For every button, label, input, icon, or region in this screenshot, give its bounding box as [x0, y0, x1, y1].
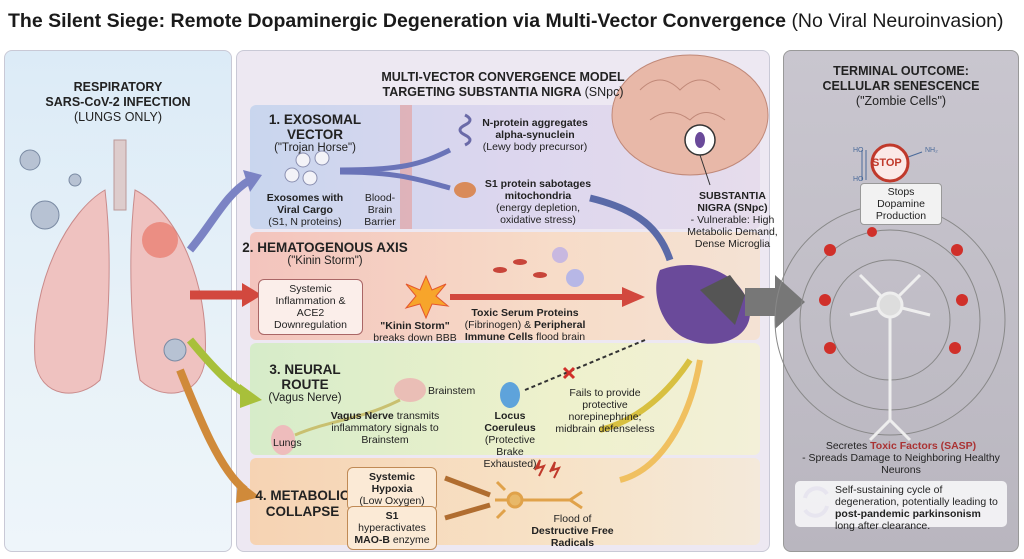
vagus-label: Vagus Nerve transmits inflammatory signa… [330, 410, 440, 446]
locus-coeruleus-icon [500, 382, 520, 408]
alpha-synuclein-icon [458, 113, 472, 147]
neuron-radicals-icon [495, 480, 583, 520]
brainstem-icon [394, 378, 426, 402]
kinin-storm-label: "Kinin Storm"breaks down BBB [373, 320, 457, 344]
n-protein-label: N-protein aggregates alpha-synuclein(Lew… [482, 117, 588, 153]
arrow-to-terminal [745, 275, 805, 329]
toxic-serum-label: Toxic Serum Proteins(Fibrinogen) & Perip… [464, 307, 586, 343]
substantia-nigra-label: SUBSTANTIA NIGRA (SNpc)- Vulnerable: Hig… [687, 190, 778, 250]
substantia-nigra-cell-icon [656, 264, 751, 344]
arrow-to-sn-1 [589, 194, 674, 262]
lightning-icons [534, 459, 561, 479]
diagram-title: The Silent Siege: Remote Dopaminergic De… [8, 10, 1004, 32]
lungs-small-icon [271, 425, 295, 455]
fails-label: Fails to provide protective norepinephri… [555, 387, 655, 435]
exosomes-label: Exosomes with Viral Cargo(S1, N proteins… [266, 192, 344, 228]
vector2-heading: 2. HEMATOGENOUS AXIS("Kinin Storm") [242, 240, 408, 267]
immune-cell-icons [493, 247, 584, 287]
locus-coeruleus-label: Locus Coeruleus(Protective Brake Exhaust… [483, 410, 537, 470]
hypoxia-box: Systemic Hypoxia(Low Oxygen) [347, 467, 437, 511]
x-mark-icon [562, 366, 576, 380]
secretes-label: Secretes Toxic Factors (SASP)- Spreads D… [802, 440, 1000, 476]
free-radicals-label: Flood of Destructive Free Radicals [531, 513, 614, 549]
vagus-nerve-path [294, 398, 401, 437]
nh2-label: NH₂ [925, 147, 938, 154]
ho1-label: HO [853, 147, 864, 154]
virus-icon [19, 149, 187, 362]
arrow-to-vector4 [176, 368, 248, 494]
inflammation-box: Systemic Inflammation & ACE2 Downregulat… [258, 279, 363, 335]
cycle-callout: Self-sustaining cycle of degeneration, p… [795, 481, 1007, 532]
stops-dopamine-callout: Stops Dopamine Production [860, 183, 942, 225]
kinin-storm-icon [404, 274, 450, 320]
skull-icons [819, 227, 968, 354]
lungs-icon [34, 139, 206, 394]
ho2-label: HO [853, 176, 864, 183]
arrow-maob [444, 502, 491, 521]
lungs-label: Lungs [273, 437, 302, 449]
vector1-heading: 1. EXOSOMAL VECTOR("Trojan Horse") [268, 112, 362, 154]
exosome-icons [284, 150, 330, 186]
dashed-failed-signal [524, 339, 646, 391]
brainstem-label: Brainstem [428, 385, 476, 397]
stop-label: STOP [872, 157, 902, 169]
arrow-to-sn-4 [619, 359, 703, 483]
mitochondria-icon [454, 182, 476, 198]
stop-sign-icon [870, 143, 910, 183]
vector3-heading: 3. NEURAL ROUTE(Vagus Nerve) [268, 362, 342, 404]
vector4-heading: 4. METABOLIC COLLAPSE [255, 488, 350, 519]
arrow-hypoxia [444, 475, 491, 498]
right-header: TERMINAL OUTCOME:CELLULAR SENESCENCE("Zo… [822, 64, 980, 108]
s1-protein-label: S1 protein sabotages mitochondria(energy… [484, 178, 592, 226]
bbb-label: Blood-Brain Barrier [364, 192, 396, 228]
arrow-to-sn-3 [599, 358, 693, 433]
arrow-to-vector1 [186, 176, 253, 253]
brain-icon [611, 54, 769, 186]
